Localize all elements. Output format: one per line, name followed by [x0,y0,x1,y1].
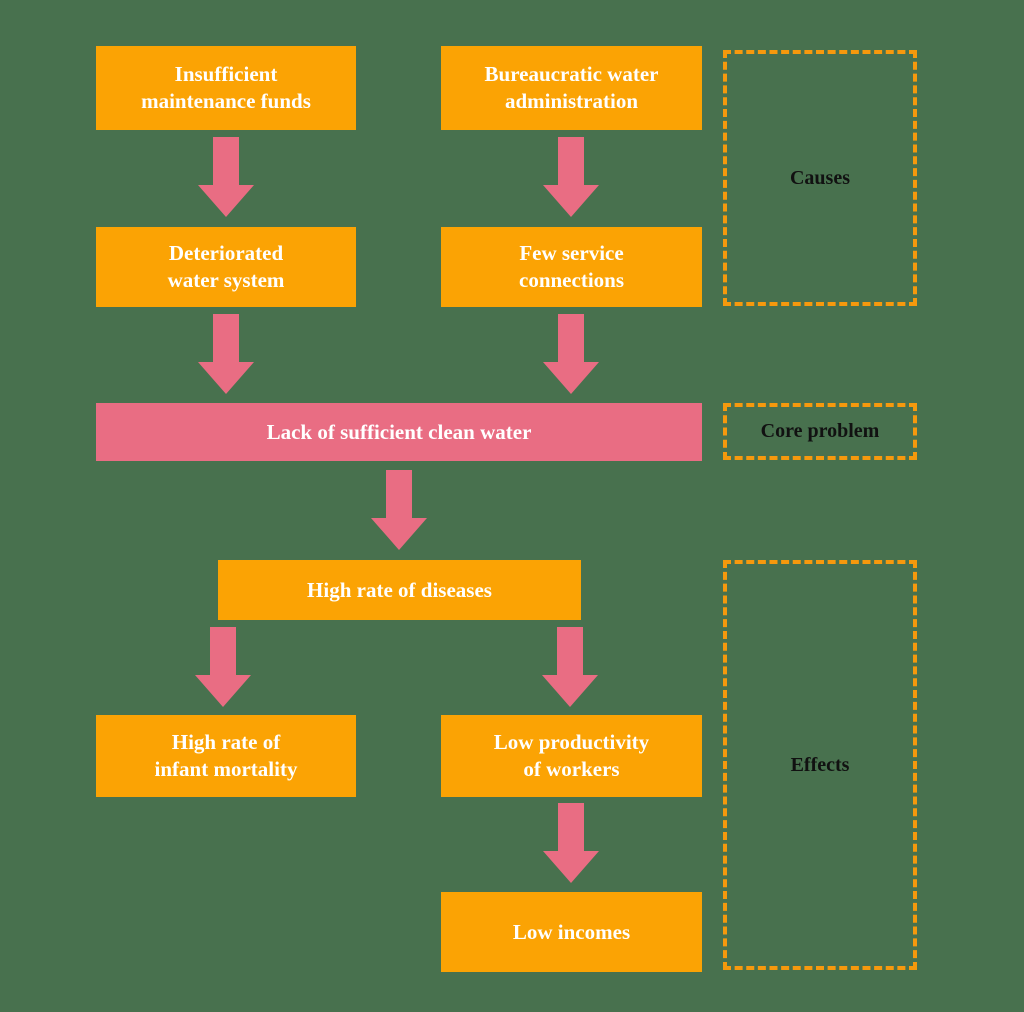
node-text-line: of workers [523,757,620,781]
node-insufficient-maintenance-funds: Insufficient maintenance funds [96,46,356,130]
causes-group-outline: Causes [723,50,917,306]
node-text-line: Deteriorated [168,241,284,265]
arrow-shaft [386,470,412,518]
node-text-line: Few service [519,241,624,265]
node-text-line: Lack of sufficient clean water [266,419,532,444]
arrow-head [198,185,254,217]
node-bureaucratic-water-administration: Bureaucratic water administration [441,46,702,130]
arrow-head [542,675,598,707]
arrow-head [198,362,254,394]
effects-group-outline: Effects [723,560,917,970]
arrow-shaft [210,627,236,675]
node-text-line: Bureaucratic water [484,62,659,86]
arrow-shaft [558,314,584,362]
node-text-line: Low incomes [512,919,631,944]
down-arrow-icon [371,470,427,550]
node-high-rate-of-infant-mortality: High rate of infant mortality [96,715,356,797]
arrow-shaft [557,627,583,675]
causes-label: Causes [789,166,850,189]
node-deteriorated-water-system: Deteriorated water system [96,227,356,307]
node-text-line: connections [519,268,624,292]
node-low-incomes: Low incomes [441,892,702,972]
down-arrow-icon [198,137,254,217]
node-low-productivity-of-workers: Low productivity of workers [441,715,702,797]
down-arrow-icon [198,314,254,394]
effects-label: Effects [790,753,850,776]
node-text-line: infant mortality [154,757,298,781]
down-arrow-icon [543,314,599,394]
arrow-head [543,185,599,217]
node-text-line: water system [167,268,285,292]
down-arrow-icon [543,137,599,217]
down-arrow-icon [543,803,599,883]
arrow-head [543,362,599,394]
node-text-line: maintenance funds [141,89,311,113]
arrow-head [195,675,251,707]
node-text-line: Low productivity [493,730,650,754]
node-core-problem-lack-of-clean-water: Lack of sufficient clean water [96,403,702,461]
down-arrow-icon [195,627,251,707]
down-arrow-icon [542,627,598,707]
node-text-line: High rate of [171,730,281,754]
node-few-service-connections: Few service connections [441,227,702,307]
node-high-rate-of-diseases: High rate of diseases [218,560,581,620]
node-text-line: administration [504,89,638,113]
arrow-shaft [558,137,584,185]
arrow-shaft [213,137,239,185]
core-problem-group-outline: Core problem [723,403,917,460]
arrow-head [543,851,599,883]
arrow-shaft [213,314,239,362]
arrow-shaft [558,803,584,851]
node-text-line: Insufficient [174,62,278,86]
core-problem-label: Core problem [760,420,880,442]
node-text-line: High rate of diseases [307,577,492,602]
arrow-head [371,518,427,550]
